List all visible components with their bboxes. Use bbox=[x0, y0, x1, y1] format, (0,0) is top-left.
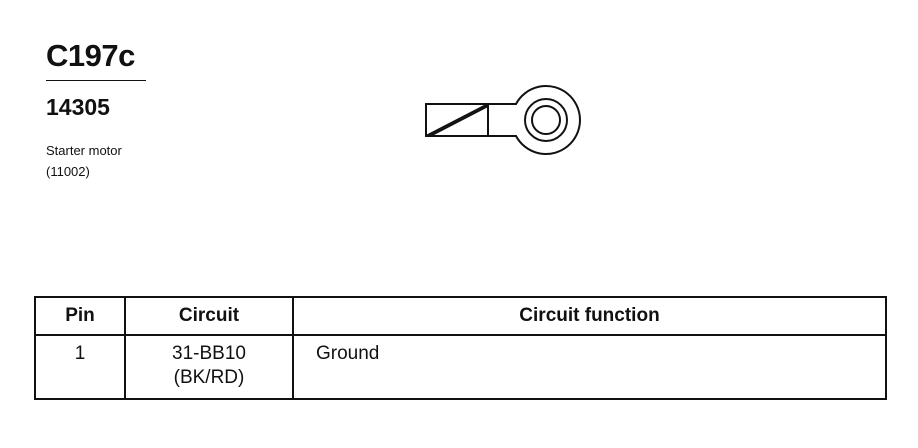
title-divider bbox=[46, 80, 146, 81]
circuit-function-cell: Ground bbox=[292, 334, 887, 400]
component-name: Starter motor bbox=[46, 143, 122, 158]
ring-terminal-icon bbox=[425, 85, 581, 155]
header-pin: Pin bbox=[34, 296, 126, 336]
pin-cell: 1 bbox=[34, 334, 126, 400]
header-circuit-function: Circuit function bbox=[292, 296, 887, 336]
wire-color: (BK/RD) bbox=[173, 367, 245, 388]
table-row: 1 31-BB10 (BK/RD) Ground bbox=[34, 334, 887, 400]
component-ref: (11002) bbox=[46, 164, 90, 179]
header-circuit: Circuit bbox=[124, 296, 294, 336]
circuit-number: 31-BB10 bbox=[172, 343, 246, 364]
pin-table: Pin Circuit Circuit function 1 31-BB10 (… bbox=[34, 296, 887, 400]
part-number: 14305 bbox=[46, 94, 110, 120]
circuit-cell: 31-BB10 (BK/RD) bbox=[124, 334, 294, 400]
connector-id: C197c bbox=[46, 38, 135, 73]
table-header-row: Pin Circuit Circuit function bbox=[34, 296, 887, 336]
